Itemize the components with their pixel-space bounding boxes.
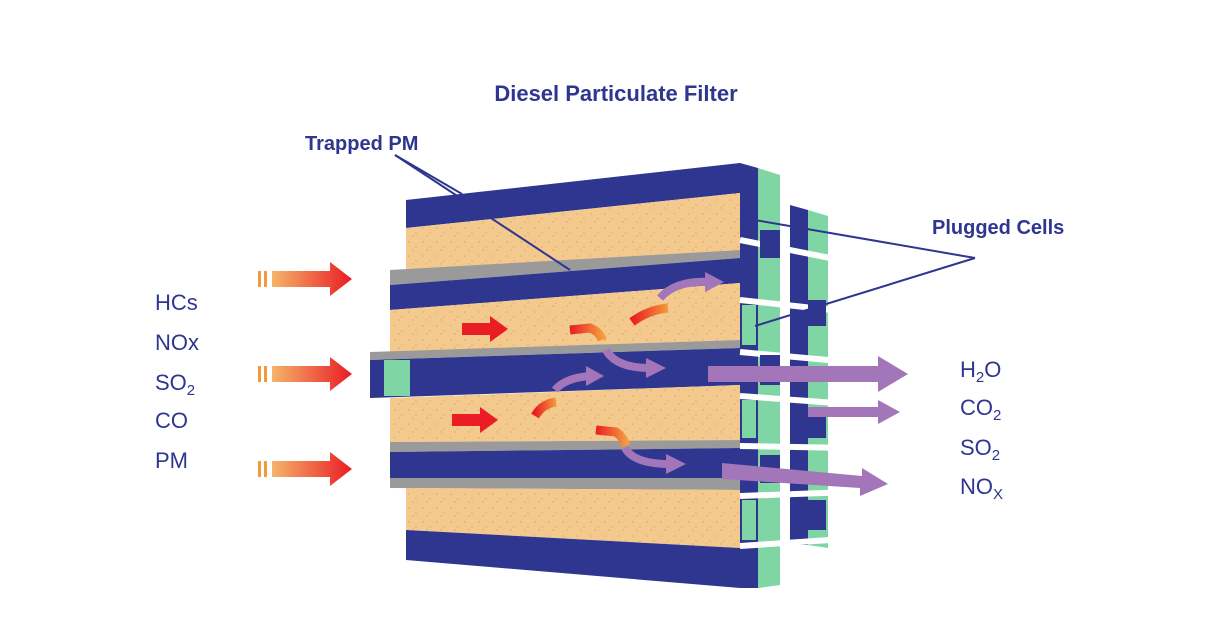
inlet-gas-hcs: HCs — [155, 290, 198, 315]
channel-layer — [406, 530, 740, 588]
inlet-gas-list: HCs NOx SO2 CO PM — [155, 290, 199, 473]
outlet-gas-list: H2O CO2 SO2 NOX — [960, 357, 1003, 503]
inlet-gas-so2: SO2 — [155, 370, 195, 399]
flow-arrow-icon — [595, 425, 631, 448]
flow-arrow-icon — [629, 303, 669, 326]
outlet-arrow-icon — [808, 400, 900, 424]
inlet-arrow-icon — [258, 262, 352, 296]
flow-arrow-icon — [705, 272, 724, 292]
filter-wall-layer — [406, 488, 740, 548]
flow-arrow-icon — [586, 366, 604, 386]
filter-wall-layer — [390, 385, 740, 442]
channel-layer — [406, 163, 740, 228]
outlet-gas-nox: NOX — [960, 474, 1003, 503]
inlet-gas-co: CO — [155, 408, 188, 433]
outlet-arrows — [708, 356, 908, 496]
filter-wall-layer — [406, 193, 740, 270]
outlet-arrow-icon — [708, 356, 908, 392]
internal-flow — [452, 272, 724, 474]
inlet-arrows — [258, 262, 352, 486]
flow-arrow-icon — [569, 323, 607, 342]
plugged-cells-label: Plugged Cells — [932, 217, 1064, 239]
diagram-title: Diesel Particulate Filter — [494, 81, 738, 106]
flow-arrow-icon — [646, 358, 666, 378]
flow-arrow-icon — [462, 316, 508, 342]
inlet-gas-pm: PM — [155, 448, 188, 473]
callout-lines — [394, 154, 976, 327]
outlet-arrow-icon — [722, 463, 888, 496]
flow-arrow-icon — [531, 397, 557, 419]
inlet-arrow-icon — [258, 357, 352, 391]
channel-layer — [390, 448, 740, 478]
flow-arrow-icon — [666, 454, 686, 474]
flow-arrow-icon — [452, 407, 498, 433]
outlet-gas-so2: SO2 — [960, 435, 1000, 464]
channel-layer — [390, 258, 740, 310]
outlet-gas-co2: CO2 — [960, 395, 1001, 424]
filter-block — [370, 163, 740, 588]
trapped-pm-label: Trapped PM — [305, 133, 418, 155]
inlet-arrow-icon — [258, 452, 352, 486]
inlet-gas-nox: NOx — [155, 330, 199, 355]
outlet-gas-h2o: H2O — [960, 357, 1001, 386]
inlet-plug-cell — [384, 360, 410, 396]
